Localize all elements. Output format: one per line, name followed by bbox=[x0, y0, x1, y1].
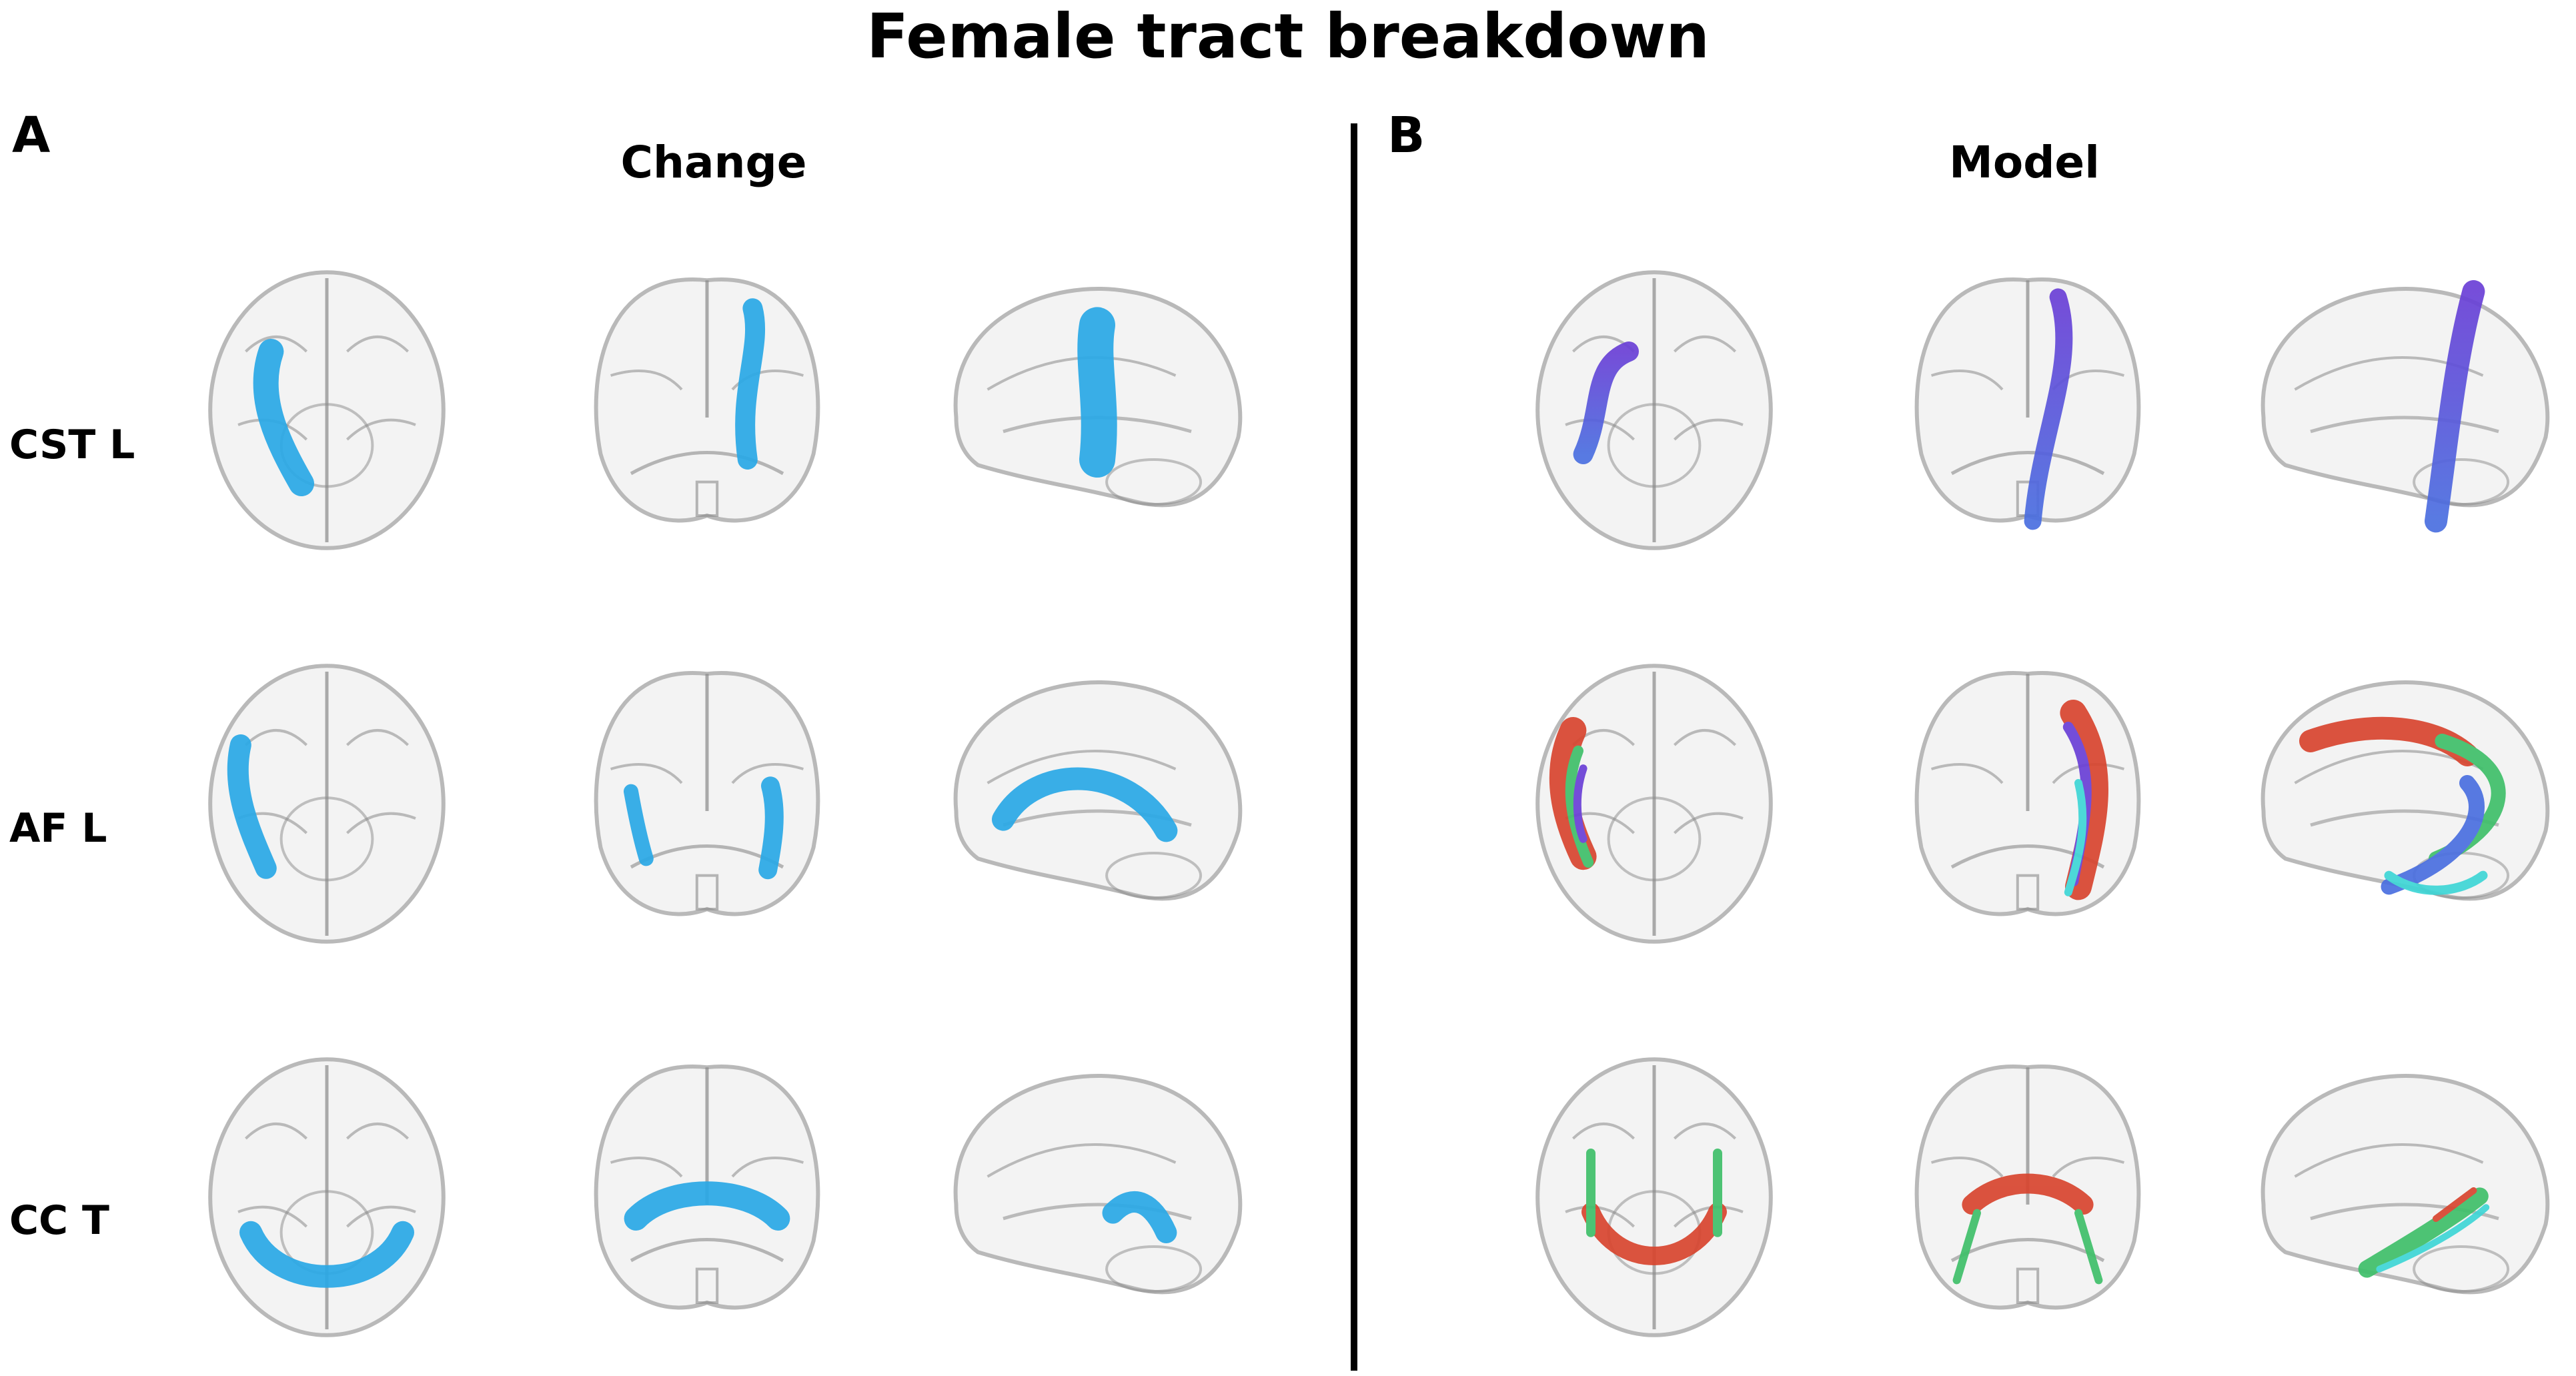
panel-b-title: Model bbox=[1949, 137, 2100, 188]
brain-model-cc-axial bbox=[1527, 1051, 1781, 1344]
row-label-cc: CC T bbox=[9, 1197, 109, 1244]
row-label-af: AF L bbox=[9, 805, 107, 852]
panel-b-letter: B bbox=[1387, 107, 1425, 164]
brain-model-cc-coronal bbox=[1901, 1051, 2154, 1331]
brain-change-af-axial bbox=[200, 657, 454, 950]
brain-model-af-coronal bbox=[1901, 657, 2154, 937]
brain-change-af-sagittal bbox=[940, 657, 1254, 937]
brain-model-af-sagittal bbox=[2248, 657, 2561, 937]
brain-model-cc-sagittal bbox=[2248, 1051, 2561, 1331]
brain-change-cc-coronal bbox=[580, 1051, 834, 1331]
brain-model-cst-coronal bbox=[1901, 263, 2154, 544]
panel-divider bbox=[1351, 123, 1357, 1371]
brain-change-cc-axial bbox=[200, 1051, 454, 1344]
brain-change-cc-sagittal bbox=[940, 1051, 1254, 1331]
brain-change-cst-sagittal bbox=[940, 263, 1254, 544]
panel-a-letter: A bbox=[12, 107, 51, 164]
brain-model-af-axial bbox=[1527, 657, 1781, 950]
brain-change-cst-axial bbox=[200, 263, 454, 557]
brain-change-af-coronal bbox=[580, 657, 834, 937]
brain-change-cst-coronal bbox=[580, 263, 834, 544]
brain-model-cst-sagittal bbox=[2248, 263, 2561, 544]
row-label-cst: CST L bbox=[9, 422, 135, 468]
figure-title: Female tract breakdown bbox=[866, 1, 1710, 72]
panel-a-title: Change bbox=[620, 137, 807, 188]
brain-model-cst-axial bbox=[1527, 263, 1781, 557]
